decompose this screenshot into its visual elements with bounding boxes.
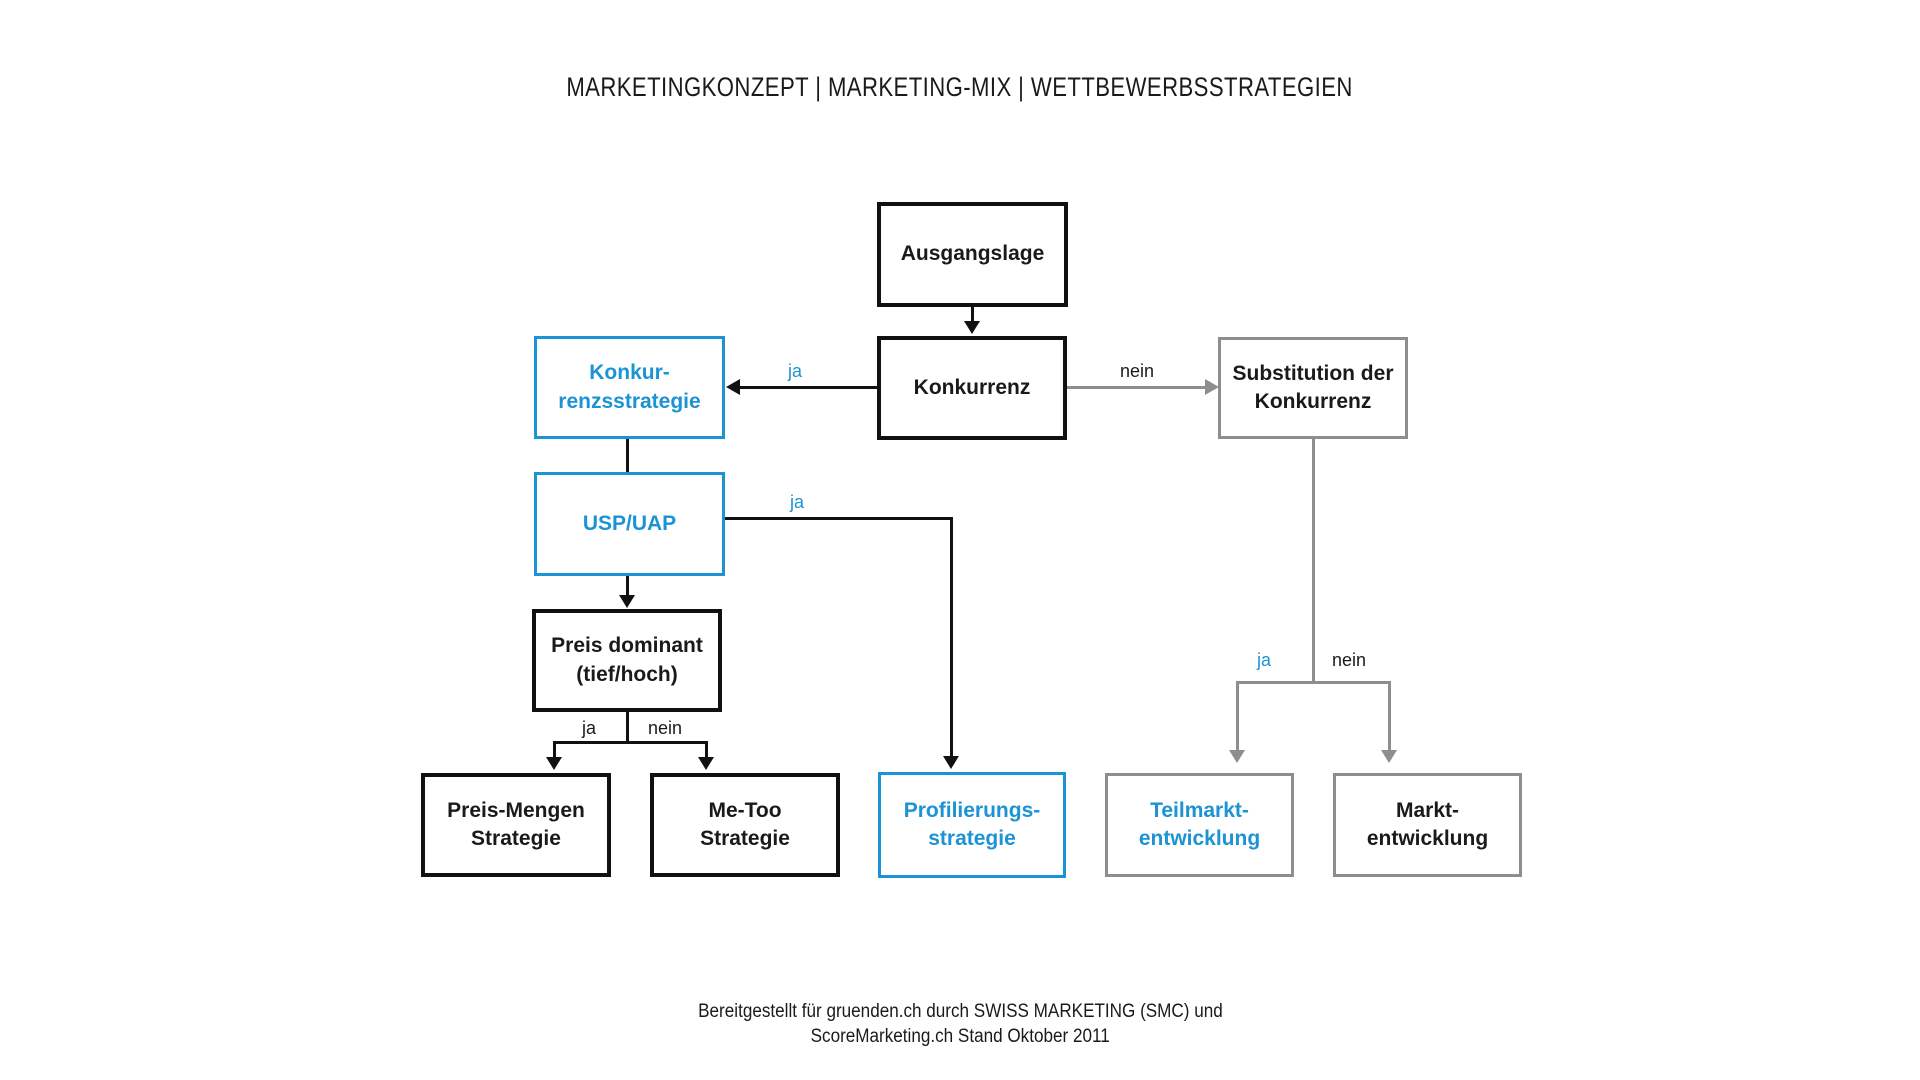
edge-label-nein-substitution: nein — [1120, 361, 1155, 381]
connector-konkurrenz-substitution — [1067, 386, 1205, 389]
connector-fork-metoo — [705, 741, 708, 758]
node-profilierungsstrategie: Profilierungs- strategie — [878, 772, 1066, 878]
diagram-title-text: MARKETINGKONZEPT | MARKETING-MIX | WETTB… — [566, 72, 1354, 102]
footer-line-2: ScoreMarketing.ch Stand Oktober 2011 — [810, 1026, 1110, 1047]
node-konkurrenz: Konkurrenz — [877, 336, 1067, 440]
connector-usp-profilierung-horizontal — [725, 517, 953, 520]
node-me-too-strategie: Me-Too Strategie — [650, 773, 840, 877]
connector-substitution-fork-bar — [1236, 681, 1391, 684]
arrowhead-down-teilmarkt — [1229, 750, 1245, 763]
connector-substitution-fork-stem — [1312, 439, 1315, 684]
node-ausgangslage: Ausgangslage — [877, 202, 1068, 307]
arrowhead-down-konkurrenz — [964, 321, 980, 334]
node-preis-dominant: Preis dominant (tief/hoch) — [532, 609, 722, 712]
node-preis-mengen-strategie: Preis-Mengen Strategie — [421, 773, 611, 877]
connector-fork-teilmarkt — [1236, 681, 1239, 751]
arrowhead-down-preisdominant — [619, 595, 635, 608]
connector-fork-markt — [1388, 681, 1391, 751]
edge-label-nein-metoo: nein — [648, 718, 683, 738]
arrowhead-down-metoo — [698, 757, 714, 770]
connector-preisdominant-fork-stem — [626, 712, 629, 744]
edge-label-ja-konkurrenzstrategie: ja — [788, 361, 803, 381]
node-substitution-der-konkurrenz: Substitution der Konkurrenz — [1218, 337, 1408, 439]
connector-konkurrenzstrategie-usp — [626, 439, 629, 472]
arrowhead-down-markt — [1381, 750, 1397, 763]
arrowhead-down-profilierung — [943, 756, 959, 769]
edge-label-ja-preismengen: ja — [582, 718, 597, 738]
arrowhead-left-konkurrenzstrategie — [726, 379, 740, 395]
connector-konkurrenz-konkurrenzstrategie — [740, 386, 877, 389]
node-teilmarktentwicklung: Teilmarkt- entwicklung — [1105, 773, 1294, 877]
connector-fork-preismengen — [553, 741, 556, 758]
diagram-title: MARKETINGKONZEPT | MARKETING-MIX | WETTB… — [0, 72, 1920, 103]
footer-attribution: Bereitgestellt für gruenden.ch durch SWI… — [0, 999, 1920, 1049]
connector-usp-profilierung-vertical — [950, 517, 953, 757]
connector-preisdominant-fork-bar — [553, 741, 708, 744]
node-konkurrenzstrategie: Konkur- renzsstrategie — [534, 336, 725, 439]
arrowhead-down-preismengen — [546, 757, 562, 770]
node-usp-uap: USP/UAP — [534, 472, 725, 576]
footer-line-1: Bereitgestellt für gruenden.ch durch SWI… — [697, 1001, 1223, 1022]
edge-label-ja-profilierung: ja — [790, 492, 805, 512]
connector-usp-preisdominant — [626, 576, 629, 596]
edge-label-nein-markt: nein — [1332, 650, 1367, 670]
node-marktentwicklung: Markt- entwicklung — [1333, 773, 1522, 877]
connector-ausgangslage-konkurrenz — [971, 307, 974, 323]
edge-label-ja-teilmarkt: ja — [1257, 650, 1272, 670]
arrowhead-right-substitution — [1205, 379, 1219, 395]
